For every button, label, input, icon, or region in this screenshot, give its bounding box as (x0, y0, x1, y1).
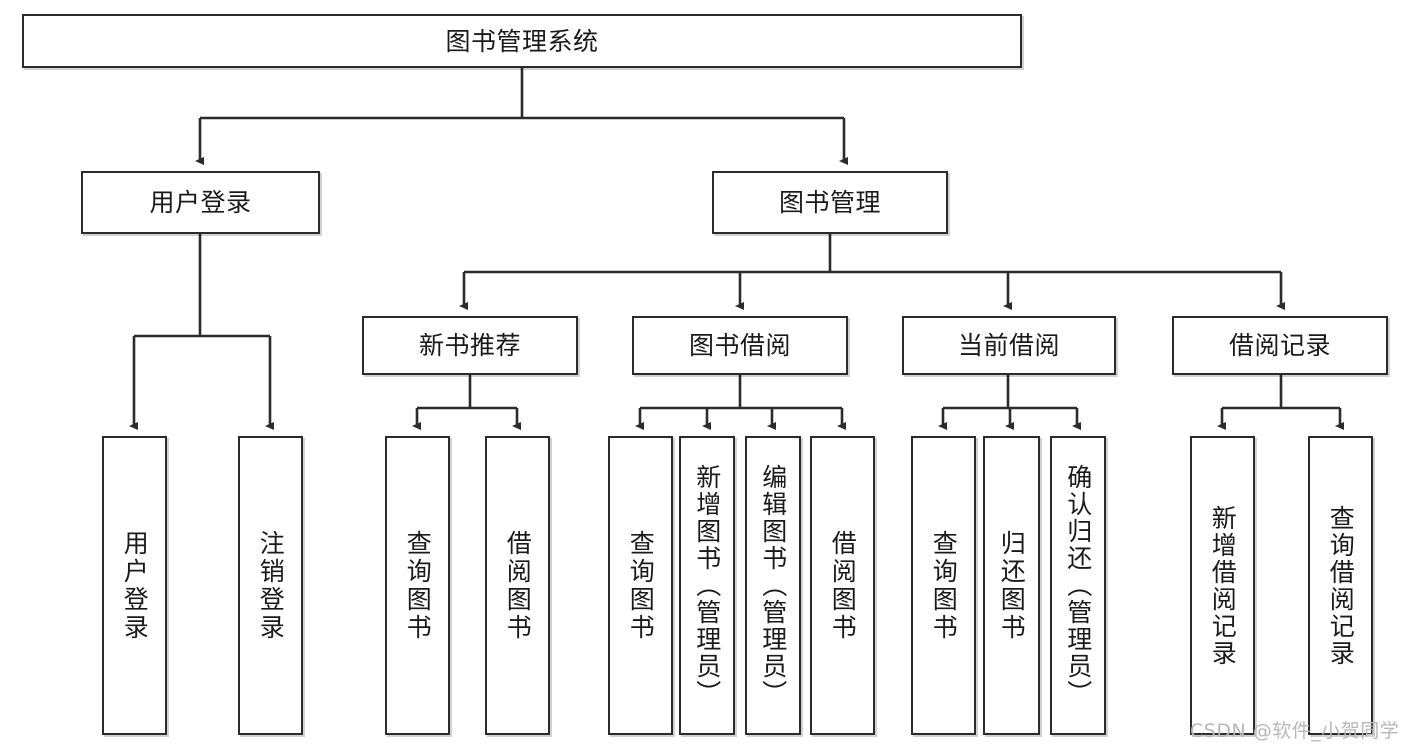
leaf-edit-book-label: 编辑图书（管理员） (758, 464, 788, 707)
node-borrow-record-label: 借阅记录 (1228, 331, 1331, 360)
node-current-borrow[interactable]: 当前借阅 (902, 316, 1116, 375)
node-root[interactable]: 图书管理系统 (22, 14, 1022, 68)
leaf-confirm-return[interactable]: 确认归还（管理员） (1050, 436, 1106, 735)
leaf-query-record[interactable]: 查询借阅记录 (1308, 436, 1373, 735)
leaf-borrow-book-2-label: 借阅图书 (828, 529, 858, 642)
leaf-query-book-2-label: 查询图书 (626, 529, 656, 642)
csdn-watermark: CSDN @软件_小贺同学 (1190, 720, 1400, 742)
leaf-add-book-label: 新增图书（管理员） (692, 464, 722, 707)
leaf-query-record-label: 查询借阅记录 (1326, 504, 1356, 667)
node-user-login-label: 用户登录 (149, 188, 252, 217)
leaf-query-book-1[interactable]: 查询图书 (385, 436, 450, 735)
leaf-query-book-2[interactable]: 查询图书 (608, 436, 673, 735)
node-book-borrow-label: 图书借阅 (688, 331, 791, 360)
node-borrow-record[interactable]: 借阅记录 (1172, 316, 1388, 375)
node-user-login[interactable]: 用户登录 (81, 171, 320, 234)
node-root-label: 图书管理系统 (445, 26, 599, 56)
leaf-edit-book[interactable]: 编辑图书（管理员） (745, 436, 801, 735)
leaf-user-logout[interactable]: 注销登录 (238, 436, 303, 735)
leaf-confirm-return-label: 确认归还（管理员） (1063, 464, 1093, 707)
leaf-return-book-label: 归还图书 (997, 529, 1027, 642)
leaf-user-logout-label: 注销登录 (256, 529, 286, 642)
leaf-borrow-book-1-label: 借阅图书 (503, 529, 533, 642)
leaf-user-login-label: 用户登录 (120, 529, 150, 642)
node-new-book-recommend[interactable]: 新书推荐 (362, 316, 578, 375)
node-book-manage-label: 图书管理 (778, 188, 881, 217)
node-book-manage[interactable]: 图书管理 (712, 171, 948, 234)
leaf-user-login[interactable]: 用户登录 (102, 436, 167, 735)
node-book-borrow[interactable]: 图书借阅 (632, 316, 848, 375)
leaf-query-book-1-label: 查询图书 (403, 529, 433, 642)
leaf-return-book[interactable]: 归还图书 (983, 436, 1040, 735)
leaf-borrow-book-2[interactable]: 借阅图书 (810, 436, 875, 735)
leaf-add-record[interactable]: 新增借阅记录 (1190, 436, 1255, 735)
node-new-book-recommend-label: 新书推荐 (418, 331, 521, 360)
leaf-add-book[interactable]: 新增图书（管理员） (679, 436, 735, 735)
leaf-query-book-3-label: 查询图书 (929, 529, 959, 642)
leaf-borrow-book-1[interactable]: 借阅图书 (485, 436, 550, 735)
leaf-add-record-label: 新增借阅记录 (1208, 504, 1238, 667)
node-current-borrow-label: 当前借阅 (957, 331, 1060, 360)
leaf-query-book-3[interactable]: 查询图书 (911, 436, 976, 735)
